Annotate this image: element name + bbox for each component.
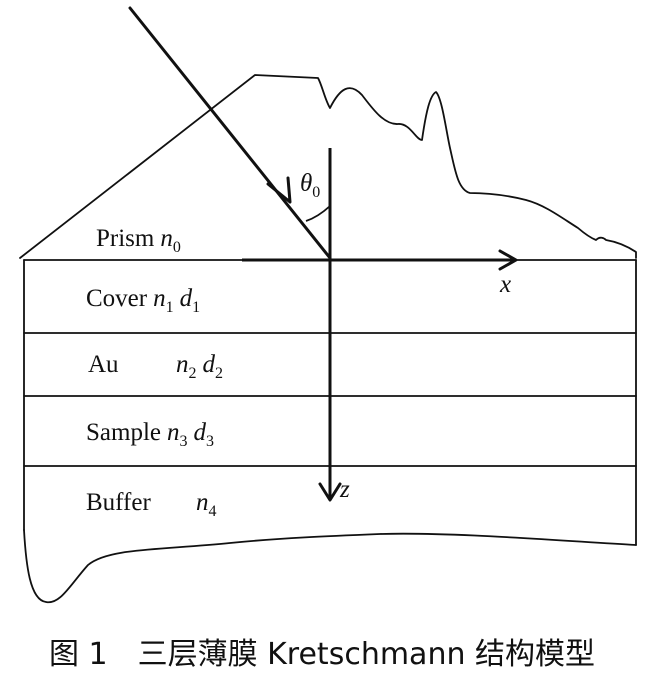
theta-arc [305,205,331,222]
incident-beam [128,6,332,260]
incident-arrow-head [266,176,292,204]
x-axis-label: x [499,271,511,298]
x-axis [242,249,518,271]
figure-caption: 图 1 三层薄膜 Kretschmann 结构模型 [49,637,595,672]
prism-outline [19,74,637,259]
z-axis-label: z [339,476,350,503]
z-axis-arrow-head [318,482,342,502]
z-axis [318,148,342,502]
buffer-bottom-outline [23,529,637,603]
x-axis-arrow-head [498,249,518,271]
incident-beam-line [128,6,332,260]
theta-label: θ0 [300,170,320,201]
